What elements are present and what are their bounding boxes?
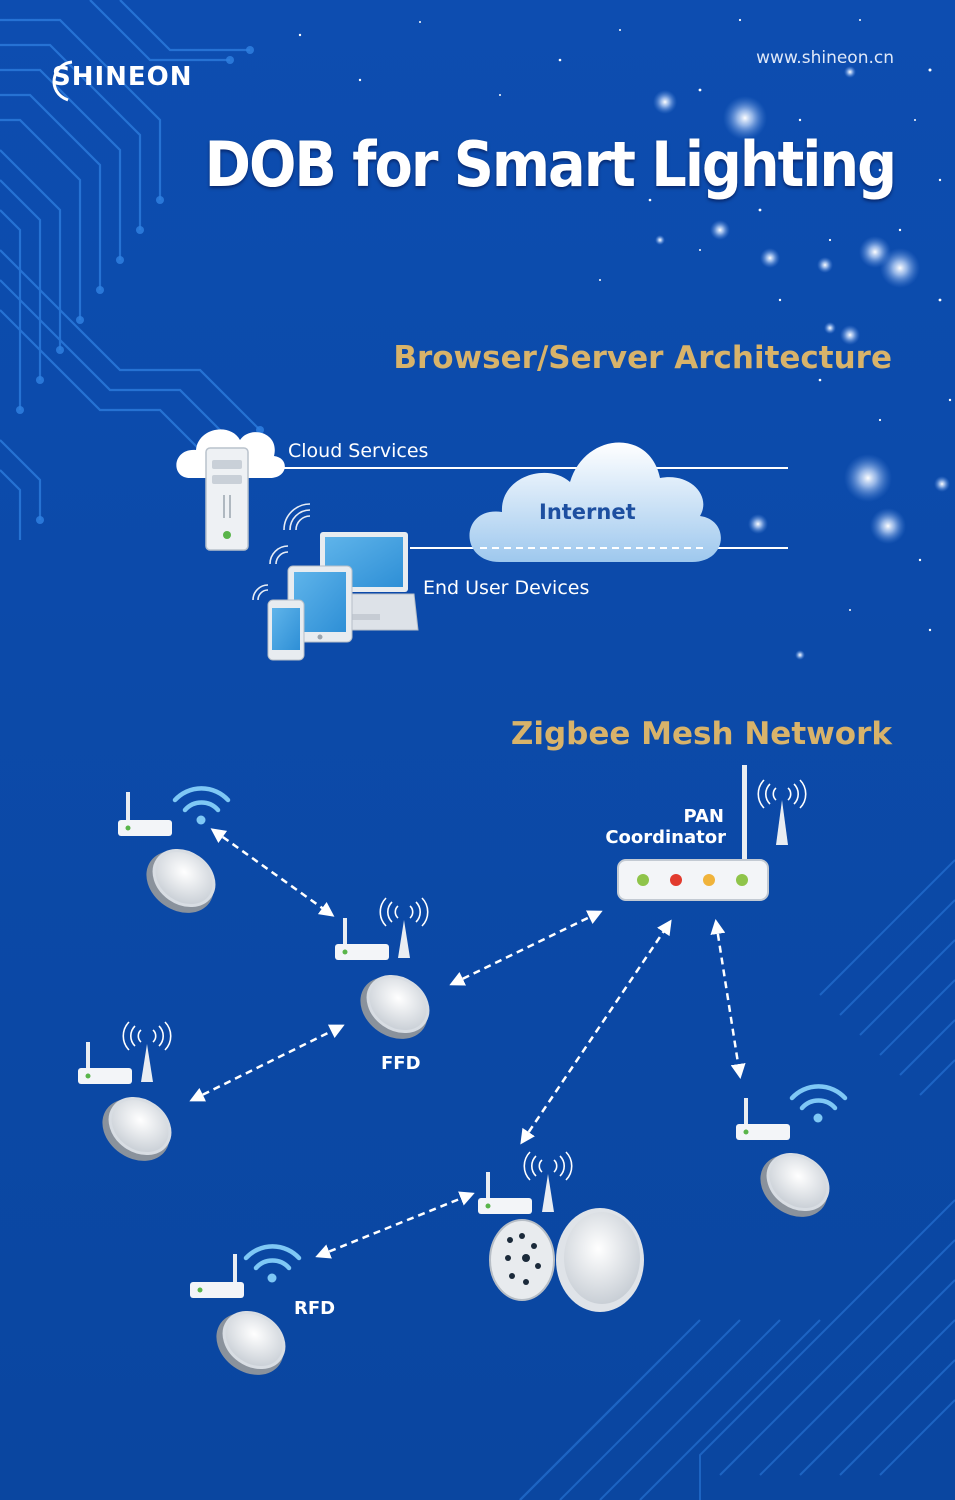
wifi-icon	[789, 1084, 848, 1111]
website-url[interactable]: www.shineon.cn	[756, 48, 894, 68]
rfd-node-right	[736, 1084, 848, 1217]
rfd-node-top-left	[118, 786, 231, 913]
pan-coordinator-router-icon	[617, 765, 807, 901]
pan-coordinator-label: PAN Coordinator	[600, 806, 730, 848]
end-user-devices-label: End User Devices	[423, 577, 590, 599]
rfd-node-bottom-left	[190, 1244, 302, 1375]
ffd-label: FFD	[381, 1053, 421, 1074]
cloud-server-icon	[176, 429, 285, 551]
pan-label-line1: PAN	[683, 806, 724, 827]
logo-swoosh	[52, 60, 73, 102]
wifi-icon	[243, 1244, 302, 1271]
dob-module-node	[478, 1151, 644, 1312]
zigbee-title: Zigbee Mesh Network	[510, 716, 892, 752]
page-title: DOB for Smart Lighting	[204, 128, 897, 201]
internet-cloud-icon	[469, 442, 721, 562]
ffd-node-left	[78, 1021, 172, 1161]
ffd-node	[335, 897, 430, 1039]
cloud-services-label: Cloud Services	[288, 440, 429, 462]
wifi-icon	[172, 786, 231, 813]
rfd-label: RFD	[294, 1298, 336, 1319]
brand-logo: SHINEON	[52, 62, 193, 92]
internet-label: Internet	[539, 500, 636, 524]
end-user-devices-icon	[252, 503, 419, 661]
browser-server-title: Browser/Server Architecture	[393, 340, 892, 376]
mesh-links	[189, 828, 746, 1259]
pan-label-line2: Coordinator	[605, 827, 726, 848]
